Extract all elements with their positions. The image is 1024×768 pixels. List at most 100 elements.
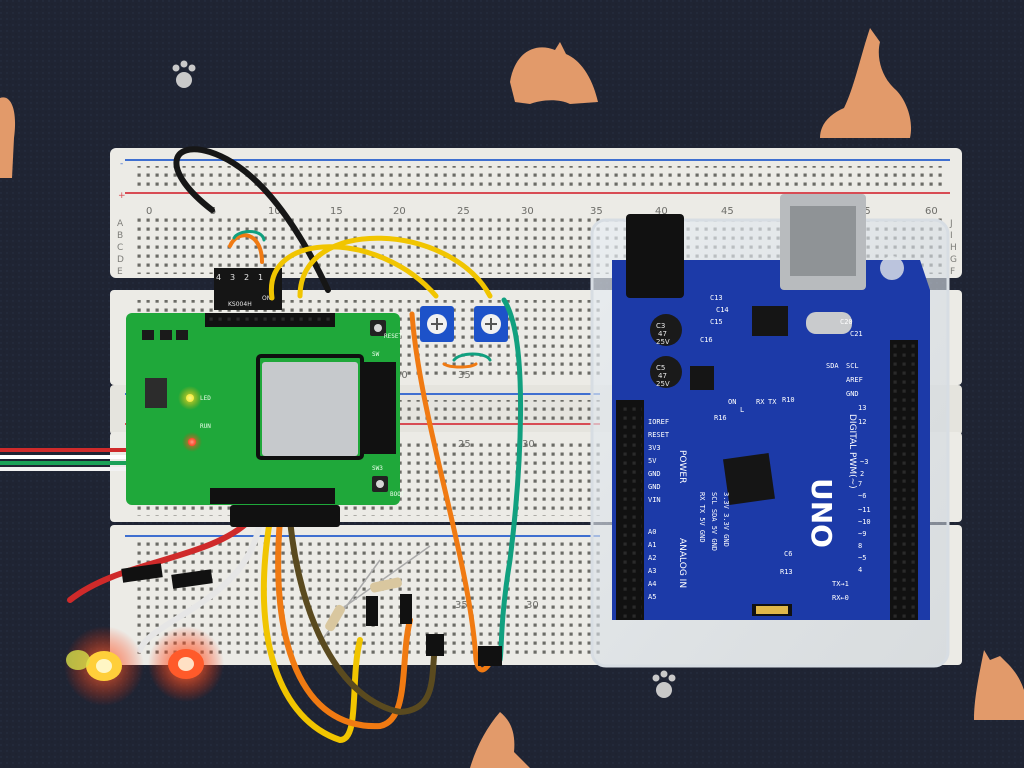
resistor-lead <box>339 545 431 611</box>
ribbon-connector <box>230 505 340 527</box>
capacitor-label: 25V <box>656 380 670 388</box>
cat-prints <box>0 28 1024 768</box>
wire-pin-housing <box>400 594 412 624</box>
power-pin-label: 5V <box>648 457 657 465</box>
row-letter: I <box>950 231 953 241</box>
wire-pin-housing <box>426 634 444 656</box>
black-wire <box>173 146 331 293</box>
wire-pin-housing <box>366 596 378 626</box>
col-number: 20 <box>393 206 406 217</box>
pin-header <box>210 488 335 504</box>
capacitor-label: 47 <box>658 372 667 380</box>
cat-icon <box>470 712 530 768</box>
smd-part <box>160 330 172 340</box>
ribbon-cable <box>67 505 502 744</box>
power-led-glow <box>178 386 202 410</box>
digital-pin-label: 13 <box>858 404 866 412</box>
usb-b-port-inner <box>790 206 856 276</box>
board-label: C20 <box>840 318 853 326</box>
analog-pin-label: A4 <box>648 580 656 588</box>
board-label: R10 <box>782 396 795 404</box>
board-label: RX <box>756 398 765 406</box>
ch340-chip <box>752 306 788 336</box>
green-wire <box>232 230 266 242</box>
digital-pin-label: 12 <box>858 418 866 426</box>
orange-wire <box>409 311 499 673</box>
digital-pin-label: AREF <box>846 376 863 384</box>
board-label: R16 <box>714 414 727 422</box>
side-label: RX TX 5V GND <box>698 492 706 543</box>
cat-icon <box>820 28 912 138</box>
pcb-label: BOOT <box>390 491 405 498</box>
dip-number: 3 <box>230 273 235 282</box>
header-pins <box>207 315 333 325</box>
cat-icon <box>0 97 16 178</box>
leds <box>64 626 224 706</box>
esp32-board: LED RUN RESET SW SW3 BOOT <box>126 313 405 505</box>
power-pin-label: 3V3 <box>648 444 661 452</box>
smd-part <box>142 330 154 340</box>
antenna-area <box>360 362 396 454</box>
potentiometer-slot <box>431 318 443 330</box>
dip-on-label: ON <box>262 295 271 302</box>
board-label: R13 <box>780 568 793 576</box>
resistors <box>321 545 431 641</box>
header-pins <box>892 342 916 618</box>
pcb-label: SW <box>372 351 380 358</box>
col-number: 30 <box>522 439 535 450</box>
smd-part <box>690 366 714 390</box>
digital-pin-label: 2 <box>860 470 864 478</box>
board-label: C16 <box>700 336 713 344</box>
esp32-module-shield <box>262 362 358 456</box>
digital-pin-label: ~6 <box>858 492 866 500</box>
jumper-wires <box>173 146 524 673</box>
col-number: 25 <box>457 206 470 217</box>
dip-number: 4 <box>216 273 221 282</box>
analog-header-label: ANALOG IN <box>677 538 687 588</box>
digital-pin-label: ~11 <box>858 506 871 514</box>
mounting-hole <box>880 256 904 280</box>
pcb-label: LED <box>200 395 211 402</box>
row-letter: E <box>117 267 123 277</box>
col-number: 10 <box>268 206 281 217</box>
wire-pin-housing <box>171 569 213 589</box>
board-label: C21 <box>850 330 863 338</box>
ribbon-wire <box>67 517 253 603</box>
digital-pin-label: ~5 <box>858 554 866 562</box>
resistor <box>325 604 345 632</box>
power-pin-label: VIN <box>648 496 661 504</box>
wire-pin-housing <box>478 646 502 666</box>
board-label: C15 <box>710 318 723 326</box>
row-letter: C <box>117 243 123 253</box>
col-number: 30 <box>526 600 539 611</box>
led-yellow-core <box>96 659 112 673</box>
board-label: ON <box>728 398 736 406</box>
digital-pin-label: ~3 <box>860 458 868 466</box>
ribbon-wire <box>287 517 439 716</box>
digital-pin-label: RX←0 <box>832 594 849 602</box>
capacitor <box>650 314 682 346</box>
side-label: 3.3V 3.3V GND <box>722 492 730 547</box>
capacitor-label: C5 <box>656 364 665 372</box>
yellow-wire <box>297 235 493 299</box>
analog-pin-label: A2 <box>648 554 656 562</box>
row-letter: B <box>117 231 123 241</box>
ribbon-wire <box>137 517 263 653</box>
power-pin-label: GND <box>648 470 661 478</box>
row-letter: D <box>117 255 124 265</box>
dip-number: 1 <box>258 273 263 282</box>
rail-holes <box>135 166 945 188</box>
row-letter: A <box>117 219 124 229</box>
analog-pin-label: A1 <box>648 541 656 549</box>
col-number: 40 <box>395 370 408 381</box>
digital-pin-label: ~10 <box>858 518 871 526</box>
digital-pin-label: GND <box>846 390 859 398</box>
col-number: 45 <box>721 206 734 217</box>
board-label: C14 <box>716 306 729 314</box>
arduino-subtitle: DIGITAL PWM(~) <box>847 414 857 489</box>
header-pins <box>618 402 642 618</box>
board-label: SCL <box>846 362 859 370</box>
led-red-core <box>178 657 194 671</box>
cat-icon <box>510 42 598 104</box>
potentiometers <box>420 306 508 342</box>
